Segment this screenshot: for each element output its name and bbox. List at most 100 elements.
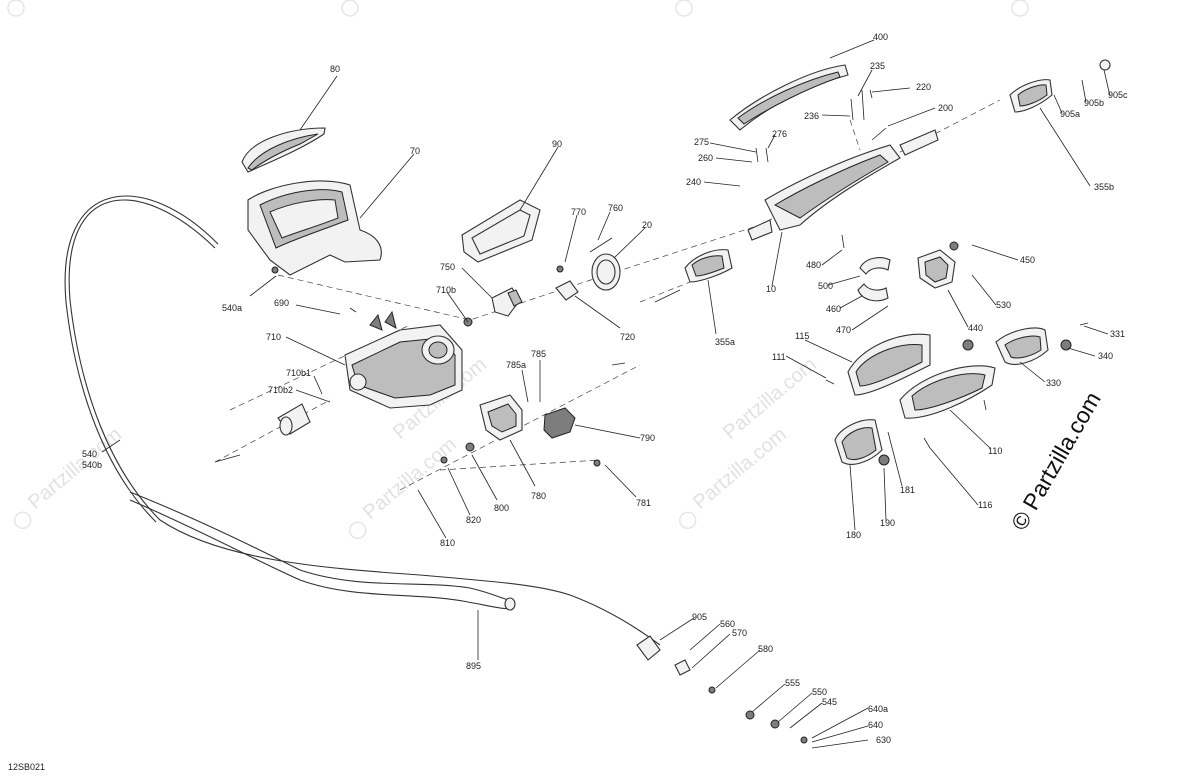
part-label: 555 bbox=[785, 678, 800, 688]
watermark-text: © Partzilla.com bbox=[1006, 387, 1106, 534]
part-label: 710 bbox=[266, 332, 281, 342]
part-label: 450 bbox=[1020, 255, 1035, 265]
part-small-fasteners bbox=[214, 89, 1089, 744]
part-720-ring bbox=[555, 280, 579, 301]
part-label: 115 bbox=[795, 331, 809, 341]
part-label: 710b bbox=[436, 285, 456, 295]
part-label: 275 bbox=[694, 137, 709, 147]
part-label: 750 bbox=[440, 262, 455, 272]
part-905-sleeve bbox=[636, 635, 691, 676]
part-label: 200 bbox=[938, 103, 953, 113]
leader-lines bbox=[101, 39, 1111, 749]
part-label: 470 bbox=[836, 325, 851, 335]
part-label: 331 bbox=[1110, 329, 1125, 339]
part-label: 560 bbox=[720, 619, 735, 629]
part-label: 570 bbox=[732, 628, 747, 638]
part-label: 116 bbox=[978, 500, 992, 510]
part-label: 500 bbox=[818, 281, 833, 291]
part-label: 760 bbox=[608, 203, 623, 213]
part-330-housing bbox=[995, 327, 1049, 365]
part-label: 905a bbox=[1060, 109, 1080, 119]
part-label: 440 bbox=[968, 323, 983, 333]
faint-watermark: Partzilla.com bbox=[359, 433, 461, 523]
part-label: 20 bbox=[642, 220, 652, 230]
part-label: 710b2 bbox=[268, 385, 293, 395]
part-label: 545 bbox=[822, 697, 837, 707]
part-label: 690 bbox=[274, 298, 289, 308]
part-355b-grip bbox=[1009, 59, 1111, 113]
diagram-code: 12SB021 bbox=[8, 762, 45, 772]
part-label: 460 bbox=[826, 304, 841, 314]
part-20-ring bbox=[591, 253, 621, 291]
part-label: 70 bbox=[410, 146, 420, 156]
part-label: 480 bbox=[806, 260, 821, 270]
part-label: 260 bbox=[698, 153, 713, 163]
part-label: 790 bbox=[640, 433, 655, 443]
part-label: 111 bbox=[772, 352, 786, 362]
part-label: 770 bbox=[571, 207, 586, 217]
part-label: 905 bbox=[692, 612, 707, 622]
part-label: 640a bbox=[868, 704, 888, 714]
part-label: 781 bbox=[636, 498, 651, 508]
hose-895 bbox=[129, 491, 516, 611]
part-80-cover bbox=[241, 127, 326, 173]
part-110-cover bbox=[899, 365, 996, 419]
part-labels: 80 70 90 770 760 20 750 710b 690 720 710… bbox=[82, 32, 1128, 745]
background-watermarks: Partzilla.com Partzilla.com Partzilla.co… bbox=[7, 0, 1029, 539]
part-label: 220 bbox=[916, 82, 931, 92]
part-710-housing bbox=[344, 310, 463, 409]
part-label: 90 bbox=[552, 139, 562, 149]
part-label: 780 bbox=[531, 491, 546, 501]
part-label: 340 bbox=[1098, 351, 1113, 361]
part-label: 235 bbox=[870, 61, 885, 71]
part-label: 820 bbox=[466, 515, 481, 525]
part-label: 236 bbox=[804, 111, 819, 121]
part-355a-grip bbox=[684, 249, 733, 283]
part-label: 181 bbox=[900, 485, 915, 495]
part-label: 785 bbox=[531, 349, 546, 359]
part-label: 190 bbox=[880, 518, 895, 528]
part-label: 400 bbox=[873, 32, 888, 42]
part-label: 276 bbox=[772, 129, 787, 139]
part-label: 905c bbox=[1108, 90, 1128, 100]
part-label: 810 bbox=[440, 538, 455, 548]
part-label: 240 bbox=[686, 177, 701, 187]
part-label: 540a bbox=[222, 303, 242, 313]
part-label: 785a bbox=[506, 360, 526, 370]
part-label: 710b1 bbox=[286, 368, 311, 378]
part-label: 355b bbox=[1094, 182, 1114, 192]
part-label: 895 bbox=[466, 661, 481, 671]
part-180-housing bbox=[834, 419, 890, 466]
part-500-clamp bbox=[857, 257, 891, 302]
part-90-seal bbox=[461, 199, 541, 263]
part-790-switch bbox=[543, 407, 576, 439]
part-70-dash bbox=[247, 180, 382, 276]
part-400-cover bbox=[729, 64, 849, 131]
part-label: 10 bbox=[766, 284, 776, 294]
part-710b2-grip bbox=[277, 403, 311, 436]
part-label: 330 bbox=[1046, 378, 1061, 388]
partzilla-watermark: © Partzilla.com bbox=[1006, 387, 1106, 534]
part-label: 640 bbox=[868, 720, 883, 730]
part-label: 580 bbox=[758, 644, 773, 654]
part-label: 80 bbox=[330, 64, 340, 74]
part-label: 905b bbox=[1084, 98, 1104, 108]
part-115-housing bbox=[847, 333, 931, 396]
part-label: 540 bbox=[82, 449, 97, 459]
part-780-switch bbox=[479, 394, 523, 441]
part-label: 720 bbox=[620, 332, 635, 342]
faint-watermark: Partzilla.com bbox=[24, 423, 126, 513]
part-label: 110 bbox=[988, 446, 1002, 456]
part-750-knob bbox=[491, 287, 523, 317]
part-label: 355a bbox=[715, 337, 735, 347]
part-10-handlebar bbox=[747, 129, 939, 241]
part-label: 530 bbox=[996, 300, 1011, 310]
part-label: 800 bbox=[494, 503, 509, 513]
cable-540 bbox=[64, 195, 661, 646]
part-label: 540b bbox=[82, 460, 102, 470]
part-label: 180 bbox=[846, 530, 861, 540]
part-label: 550 bbox=[812, 687, 827, 697]
part-label: 630 bbox=[876, 735, 891, 745]
